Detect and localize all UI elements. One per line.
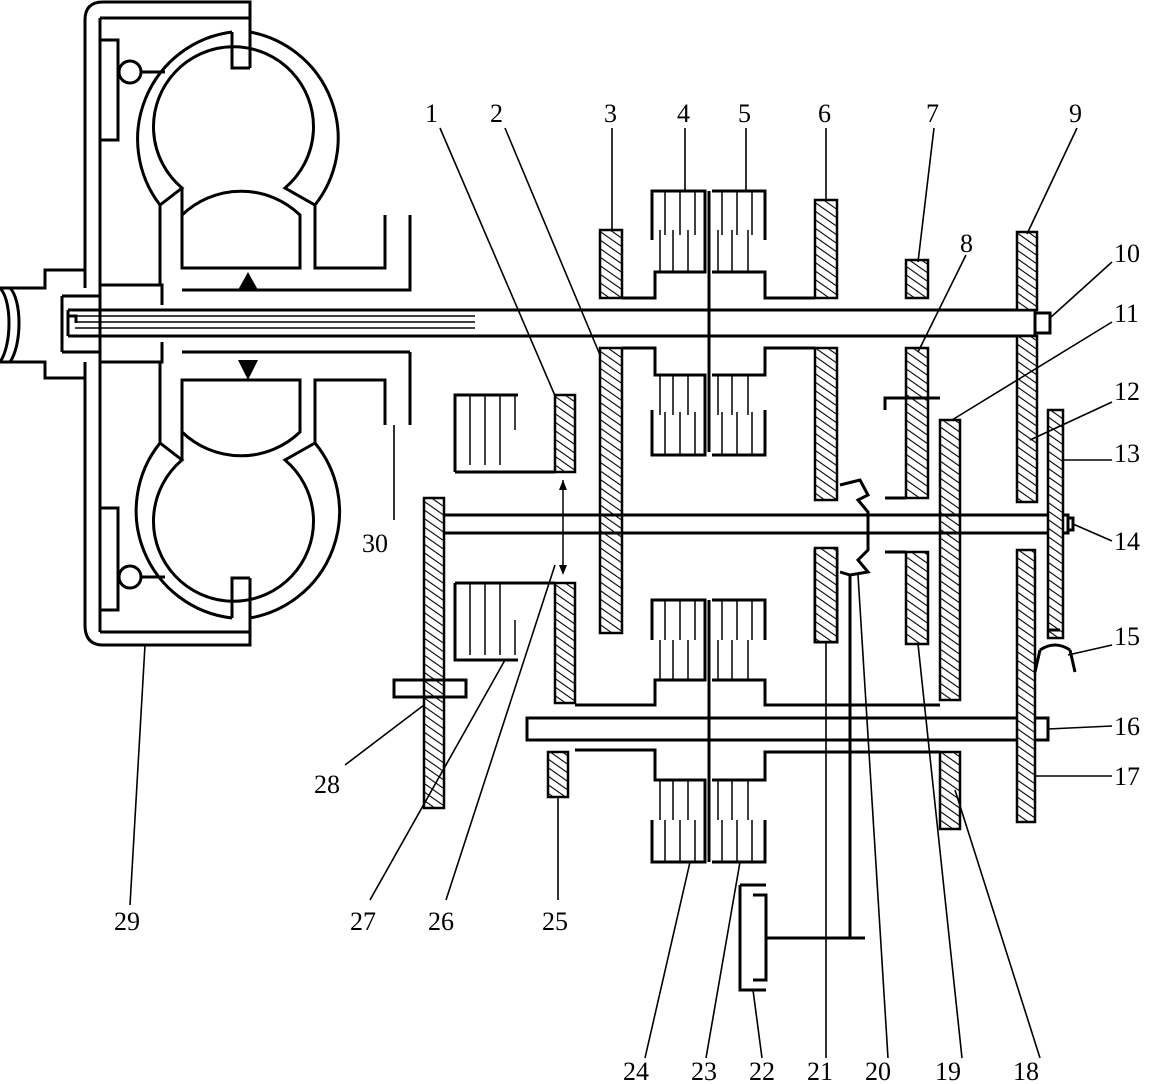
label-2: 2: [490, 99, 503, 128]
label-29: 29: [114, 907, 140, 936]
output-shaft: [525, 548, 1077, 831]
label-18: 18: [1013, 1057, 1039, 1084]
part-labels: 1 2 3 4 5 6 7 8 9 10 11 12 13 14 15 16 1…: [114, 99, 1140, 1084]
label-13: 13: [1114, 439, 1140, 468]
label-11: 11: [1114, 299, 1139, 328]
clutch-pack-upper: [622, 189, 815, 457]
label-3: 3: [604, 99, 617, 128]
label-1: 1: [425, 99, 438, 128]
label-25: 25: [542, 907, 568, 936]
label-7: 7: [926, 99, 939, 128]
input-shaft: [66, 308, 1052, 338]
label-12: 12: [1114, 377, 1140, 406]
label-4: 4: [677, 99, 690, 128]
label-22: 22: [749, 1057, 775, 1084]
label-17: 17: [1114, 762, 1140, 791]
gears-upper: [598, 198, 1039, 702]
label-27: 27: [350, 907, 376, 936]
clutch-pack-left: [453, 393, 577, 705]
label-14: 14: [1114, 527, 1140, 556]
clutch-pack-lower: [575, 598, 940, 864]
label-6: 6: [818, 99, 831, 128]
label-30: 30: [362, 529, 388, 558]
label-20: 20: [865, 1057, 891, 1084]
label-21: 21: [807, 1057, 833, 1084]
label-15: 15: [1114, 622, 1140, 651]
label-28: 28: [314, 770, 340, 799]
label-8: 8: [960, 229, 973, 258]
label-9: 9: [1069, 99, 1082, 128]
label-24: 24: [623, 1057, 649, 1084]
label-5: 5: [738, 99, 751, 128]
label-10: 10: [1114, 239, 1140, 268]
torque-converter: [0, 0, 412, 647]
leader-lines: [129, 127, 1113, 1059]
label-23: 23: [691, 1057, 717, 1084]
label-19: 19: [935, 1057, 961, 1084]
label-16: 16: [1114, 712, 1140, 741]
label-26: 26: [428, 907, 454, 936]
